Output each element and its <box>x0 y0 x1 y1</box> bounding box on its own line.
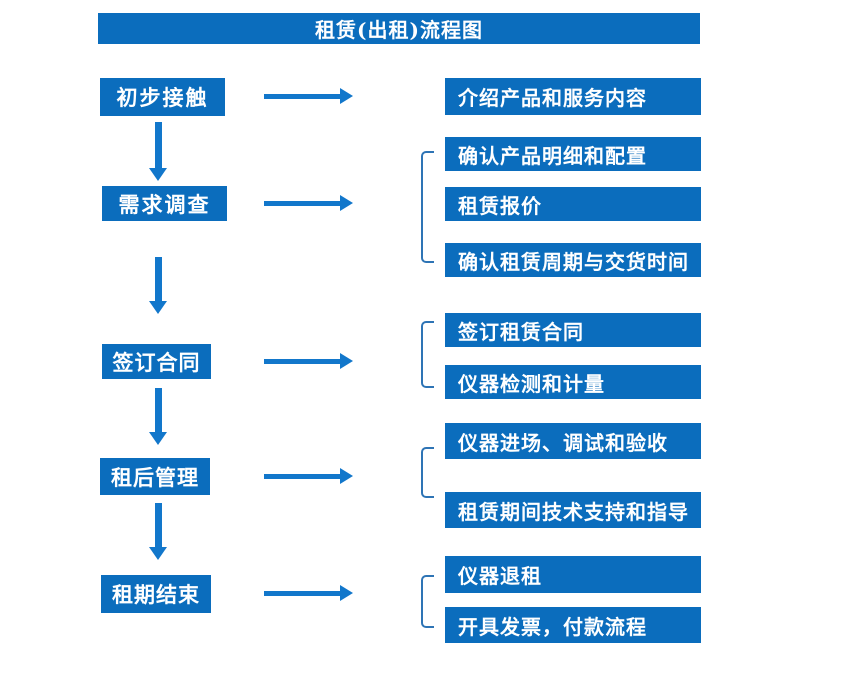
down-arrow-1 <box>149 122 167 181</box>
output-box: 租赁期间技术支持和指导 <box>445 492 701 528</box>
output-box: 介绍产品和服务内容 <box>445 78 701 115</box>
output-box: 租赁报价 <box>445 187 701 221</box>
output-box: 仪器进场、调试和验收 <box>445 423 701 459</box>
right-arrow-2 <box>264 195 353 211</box>
right-arrow-head-icon <box>340 88 353 104</box>
stage-box-rental-end: 租期结束 <box>101 575 211 613</box>
right-arrow-4 <box>264 468 353 484</box>
down-arrow-2 <box>149 257 167 314</box>
down-arrow-head-icon <box>149 301 167 314</box>
down-arrow-shaft <box>154 388 162 433</box>
right-arrow-shaft <box>264 93 341 99</box>
right-arrow-head-icon <box>340 353 353 369</box>
output-box: 仪器检测和计量 <box>445 365 701 399</box>
down-arrow-shaft <box>154 503 162 548</box>
stage-box-post-rental-management: 租后管理 <box>100 458 210 495</box>
right-arrow-3 <box>264 353 353 369</box>
down-arrow-4 <box>149 503 167 560</box>
right-arrow-1 <box>264 88 353 104</box>
right-arrow-shaft <box>264 358 341 364</box>
group-bracket-demand-survey <box>421 151 434 263</box>
right-arrow-5 <box>264 585 353 601</box>
stage-box-initial-contact: 初步接触 <box>100 78 225 116</box>
output-box: 签订租赁合同 <box>445 313 701 347</box>
right-arrow-head-icon <box>340 468 353 484</box>
group-bracket-post-rental-management <box>421 447 434 498</box>
down-arrow-head-icon <box>149 547 167 560</box>
down-arrow-3 <box>149 388 167 445</box>
stage-box-demand-survey: 需求调查 <box>102 186 227 221</box>
output-box: 仪器退租 <box>445 556 701 593</box>
stage-box-sign-contract: 签订合同 <box>102 344 211 379</box>
output-box: 确认产品明细和配置 <box>445 137 701 171</box>
group-bracket-sign-contract <box>421 321 434 388</box>
group-bracket-rental-end <box>421 575 434 628</box>
down-arrow-shaft <box>154 257 162 302</box>
flowchart-title: 租赁(出租)流程图 <box>98 13 700 44</box>
down-arrow-head-icon <box>149 432 167 445</box>
right-arrow-head-icon <box>340 585 353 601</box>
down-arrow-shaft <box>154 122 162 169</box>
right-arrow-head-icon <box>340 195 353 211</box>
right-arrow-shaft <box>264 200 341 206</box>
output-box: 确认租赁周期与交货时间 <box>445 243 701 277</box>
down-arrow-head-icon <box>149 168 167 181</box>
right-arrow-shaft <box>264 590 341 596</box>
output-box: 开具发票，付款流程 <box>445 607 701 643</box>
right-arrow-shaft <box>264 473 341 479</box>
